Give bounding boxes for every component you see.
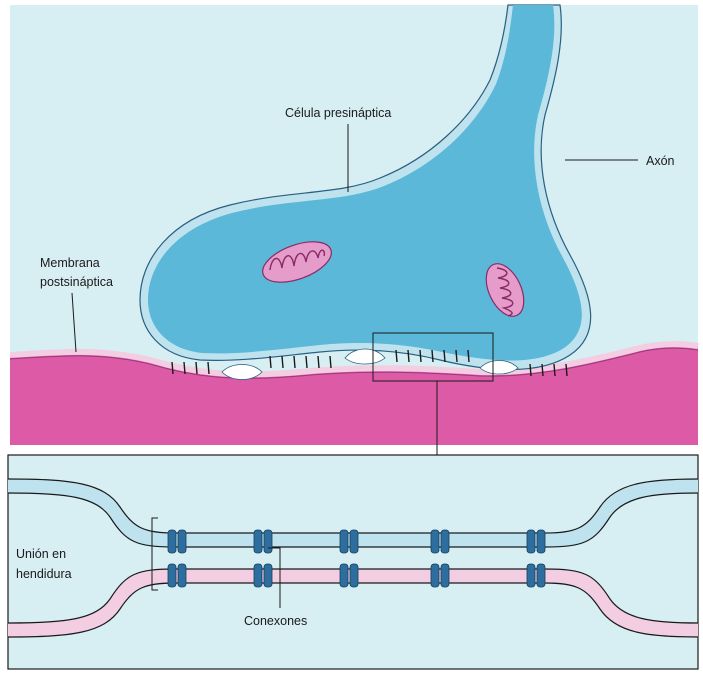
cleft-tick	[530, 364, 531, 376]
cleft-tick	[282, 356, 283, 368]
synapse-overview-panel: Célula presináptica Axón Membrana postsi…	[10, 5, 698, 455]
connexon-subunit	[264, 564, 272, 587]
cleft-tick	[184, 362, 185, 374]
connexon-subunit	[431, 564, 439, 587]
connexon-subunit	[168, 530, 176, 553]
cleft-tick	[318, 356, 319, 368]
label-connexons: Conexones	[244, 614, 307, 628]
cleft-tick	[306, 356, 307, 368]
label-gap-junction-1: Unión en	[16, 547, 66, 561]
connexon-subunit	[537, 564, 545, 587]
connexon-subunit	[527, 564, 535, 587]
label-presynaptic-cell: Célula presináptica	[285, 106, 391, 120]
cleft-tick	[294, 356, 295, 368]
cleft-tick	[172, 362, 173, 374]
connexon-subunit	[168, 564, 176, 587]
connexon-subunit	[527, 530, 535, 553]
connexon-subunit	[178, 564, 186, 587]
connexon-subunit	[340, 564, 348, 587]
connexon-subunit	[441, 530, 449, 553]
cleft-tick	[330, 356, 331, 368]
connexon-subunit	[350, 530, 358, 553]
gap-junction-detail-panel: Unión en hendidura Conexones	[8, 455, 698, 669]
label-postsynaptic-membrane-1: Membrana	[40, 256, 100, 270]
cleft-tick	[456, 350, 457, 362]
connexon-subunit	[441, 564, 449, 587]
connexon-subunit	[350, 564, 358, 587]
cleft-tick	[566, 364, 567, 376]
cleft-tick	[196, 362, 197, 374]
connexon-subunit	[340, 530, 348, 553]
cleft-tick	[542, 364, 543, 376]
cleft-tick	[554, 364, 555, 376]
connexon-subunit	[264, 530, 272, 553]
cleft-tick	[420, 350, 421, 362]
connexon-subunit	[254, 530, 262, 553]
cleft-tick	[396, 350, 397, 362]
cleft-tick	[270, 356, 271, 368]
cleft-tick	[468, 350, 469, 362]
connexon-subunit	[254, 564, 262, 587]
cleft-tick	[432, 350, 433, 362]
cleft-tick	[408, 350, 409, 362]
cleft-tick	[208, 362, 209, 374]
connexon-subunit	[537, 530, 545, 553]
connexon-subunit	[178, 530, 186, 553]
label-axon: Axón	[646, 154, 675, 168]
connexon-subunit	[431, 530, 439, 553]
cleft-tick	[444, 350, 445, 362]
bottom-panel-frame	[8, 455, 698, 669]
label-postsynaptic-membrane-2: postsináptica	[40, 275, 113, 289]
label-gap-junction-2: hendidura	[16, 567, 72, 581]
